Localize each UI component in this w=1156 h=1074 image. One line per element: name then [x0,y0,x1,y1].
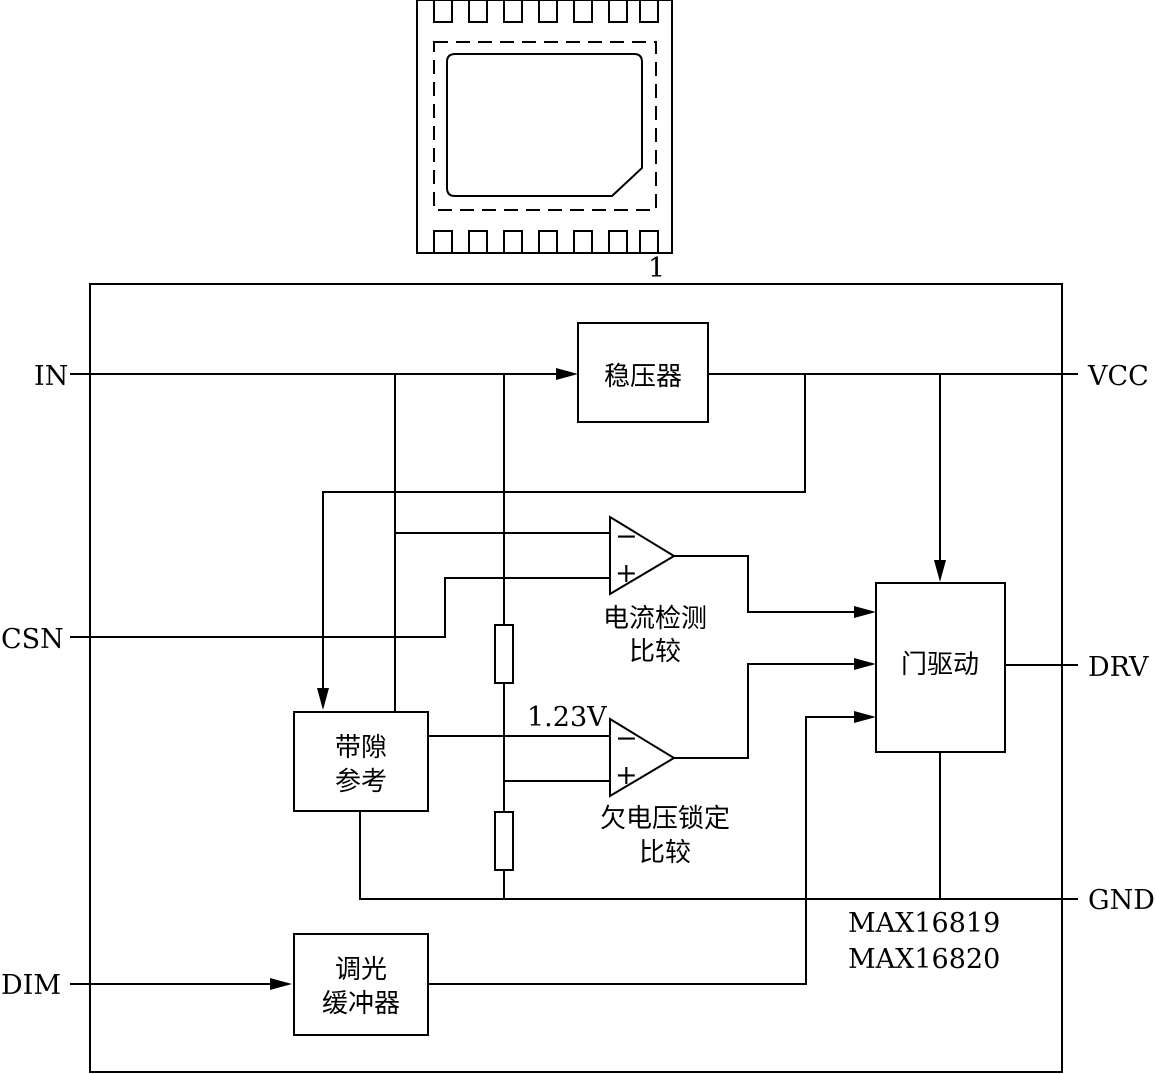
part-number-1: MAX16819 [848,908,1000,939]
reference-voltage-label: 1.23V [527,702,607,733]
bandgap-label-line1: 带隙 [335,733,387,763]
part-number-2: MAX16820 [848,944,1000,975]
regulator-block: 稳压器 [577,322,709,423]
ic-package: 1 [416,0,673,284]
pin-label-in: IN [34,361,68,392]
uvlo-comparator: − + [609,717,676,798]
current-comparator-plus: + [615,558,638,589]
package-bottom-pins [433,230,659,254]
chip-boundary [89,283,1063,1073]
uvlo-comparator-label-line2: 比较 [639,838,691,868]
dimming-buffer-block: 调光 缓冲器 [293,933,429,1036]
package-top-pins [433,0,659,23]
divider-resistor-bottom [494,811,514,871]
current-comparator-label-line2: 比较 [629,637,681,667]
current-comparator-label-line1: 电流检测 [603,604,707,634]
bandgap-block: 带隙 参考 [293,711,429,812]
regulator-label: 稳压器 [604,362,682,392]
current-comparator-minus: − [615,521,638,552]
uvlo-comparator-plus: + [615,760,638,791]
dimming-label-line1: 调光 [335,955,387,985]
pin-label-dim: DIM [1,970,61,1001]
pin-label-gnd: GND [1088,885,1155,916]
pin1-label: 1 [648,253,665,284]
current-sense-comparator: − + [609,515,676,596]
uvlo-comparator-minus: − [615,723,638,754]
pin-label-drv: DRV [1088,652,1149,683]
exposed-pad-outline [433,41,657,211]
pin-label-csn: CSN [1,624,64,655]
uvlo-comparator-label-line1: 欠电压锁定 [600,804,730,834]
bandgap-label-line2: 参考 [335,767,387,797]
die-outline [446,53,643,197]
divider-resistor-top [494,624,514,684]
pin-label-vcc: VCC [1087,361,1149,392]
arrowheads [270,368,946,990]
gate-driver-label: 门驱动 [901,650,979,680]
wires [70,373,1078,985]
dimming-label-line2: 缓冲器 [322,989,400,1019]
gate-driver-block: 门驱动 [875,582,1006,753]
